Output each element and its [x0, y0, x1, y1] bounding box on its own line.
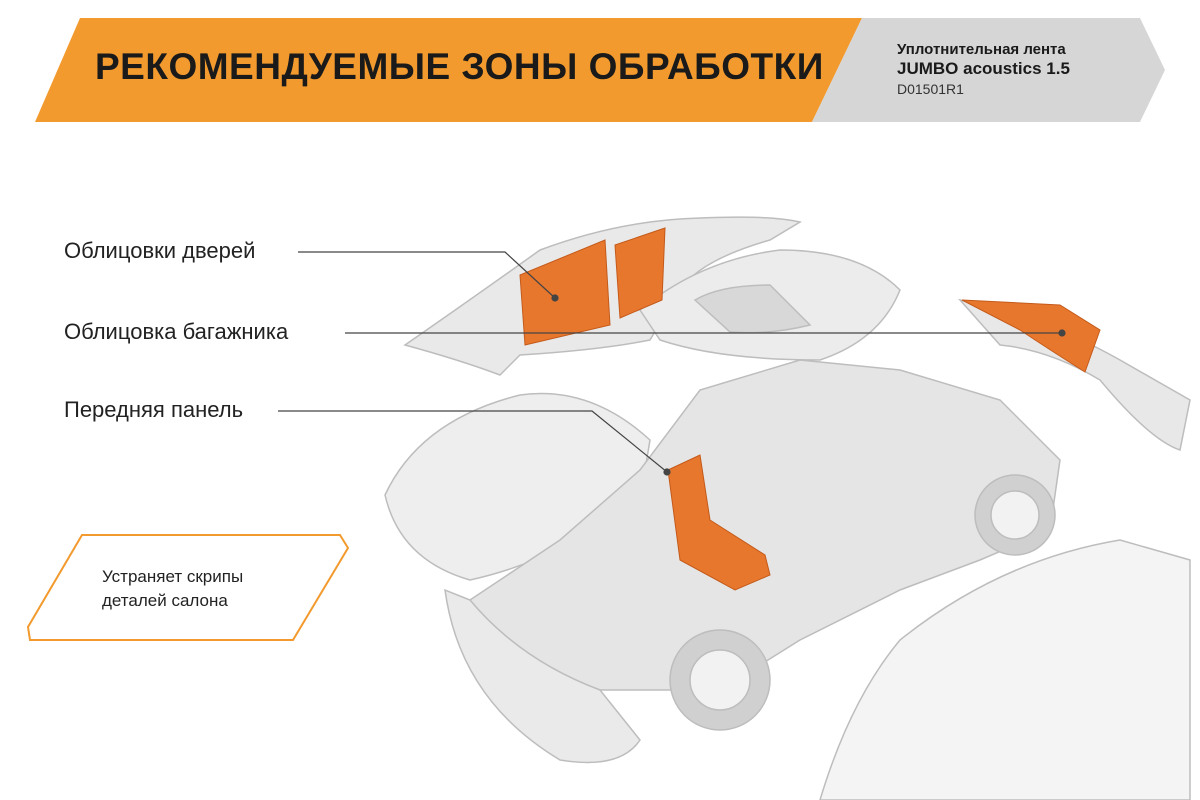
callout-frame [26, 534, 350, 641]
page-title: РЕКОМЕНДУЕМЫЕ ЗОНЫ ОБРАБОТКИ [95, 46, 824, 87]
door-zone-front [519, 239, 611, 346]
leader-lines [278, 251, 1066, 476]
product-banner [812, 18, 1165, 122]
door-zone-rear [614, 227, 666, 319]
label-doors: Облицовки дверей [64, 238, 256, 263]
product-name-line1: Уплотнительная лента [897, 41, 1066, 58]
body-frame [469, 359, 1061, 691]
product-name-line2: JUMBO acoustics 1.5 [897, 59, 1070, 78]
front-bumper [444, 588, 641, 764]
callout-text: Устраняет скрипы деталей салона [102, 565, 243, 613]
product-info: Уплотнительная лента JUMBO acoustics 1.5… [897, 40, 1070, 99]
title-banner [35, 18, 862, 122]
callout-line2: деталей салона [102, 591, 228, 610]
callout-line1: Устраняет скрипы [102, 567, 244, 586]
front-panel-zone [667, 454, 771, 591]
label-trunk: Облицовка багажника [64, 319, 289, 344]
product-code: D01501R1 [897, 81, 964, 97]
door-panel [819, 539, 1191, 800]
treatment-zones [519, 227, 1101, 591]
trunk-zone [961, 299, 1101, 373]
label-front-panel: Передняя панель [64, 397, 244, 422]
car-illustration [384, 216, 1191, 800]
